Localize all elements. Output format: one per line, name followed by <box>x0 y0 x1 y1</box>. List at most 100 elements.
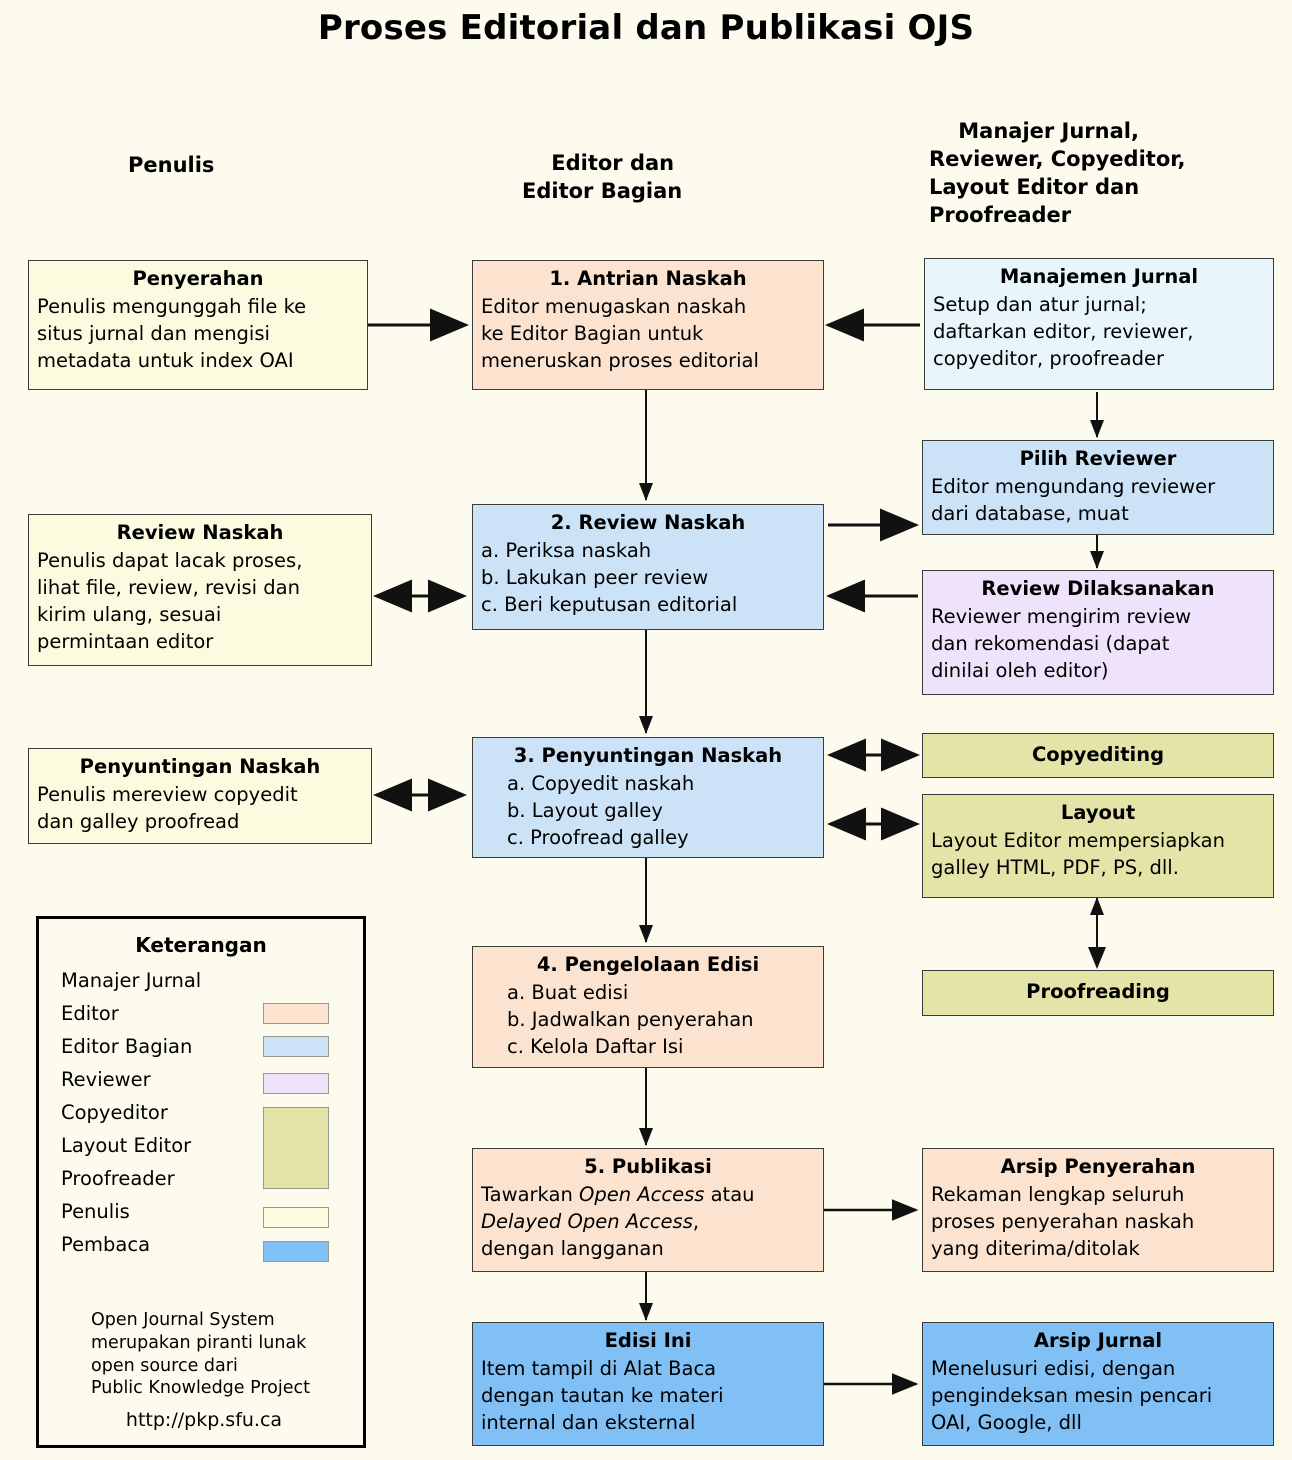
legend-row-proofreader: Proofreader <box>61 1162 363 1195</box>
legend-row-pembaca: Pembaca <box>61 1228 363 1261</box>
box-review-dilaksanakan-line-1: Reviewer mengirim review <box>931 604 1192 628</box>
box-edisi-ini[interactable]: Edisi Ini Item tampil di Alat Baca denga… <box>472 1322 824 1446</box>
box-publikasi-line-1-post: atau <box>704 1182 755 1206</box>
box-pengelolaan-edisi-title: 4. Pengelolaan Edisi <box>536 953 760 976</box>
box-review-naskah-penulis[interactable]: Review Naskah Penulis dapat lacak proses… <box>28 514 372 666</box>
legend-label-proofreader: Proofreader <box>61 1166 175 1190</box>
box-layout-line-2: galley HTML, PDF, PS, dll. <box>931 855 1179 879</box>
box-review-dilaksanakan-title: Review Dilaksanakan <box>981 577 1215 600</box>
box-arsip-penyerahan[interactable]: Arsip Penyerahan Rekaman lengkap seluruh… <box>922 1148 1274 1272</box>
box-review-naskah[interactable]: 2. Review Naskah a. Periksa naskah b. La… <box>472 504 824 630</box>
legend-row-editor-bagian: Editor Bagian <box>61 1030 363 1063</box>
box-review-naskah-title: 2. Review Naskah <box>550 511 746 534</box>
legend-swatch-penulis <box>263 1207 329 1228</box>
box-review-naskah-penulis-line-2: lihat file, review, revisi dan <box>37 575 300 599</box>
legend-label-editor-bagian: Editor Bagian <box>61 1034 193 1058</box>
box-publikasi-line-2-post: , <box>692 1209 700 1233</box>
box-publikasi[interactable]: 5. Publikasi Tawarkan Open Access atau D… <box>472 1148 824 1272</box>
box-penyerahan-title: Penyerahan <box>132 267 264 290</box>
box-arsip-jurnal-line-3: OAI, Google, dll <box>931 1410 1082 1434</box>
column-heading-others: Manajer Jurnal, Reviewer, Copyeditor, La… <box>929 90 1279 258</box>
legend-swatch-editor-bagian <box>263 1036 329 1057</box>
box-publikasi-line-3: dengan langganan <box>481 1236 664 1260</box>
legend-panel: Keterangan Manajer Jurnal Editor Editor … <box>36 916 366 1448</box>
box-review-dilaksanakan-line-2: dan rekomendasi (dapat <box>931 631 1170 655</box>
legend-row-reviewer: Reviewer <box>61 1063 363 1096</box>
box-antrian-naskah-title: 1. Antrian Naskah <box>549 267 747 290</box>
box-pengelolaan-edisi-line-2: b. Jadwalkan penyerahan <box>507 1007 754 1031</box>
legend-row-editor: Editor <box>61 997 363 1030</box>
box-arsip-penyerahan-line-1: Rekaman lengkap seluruh <box>931 1182 1185 1206</box>
column-heading-others-label: Manajer Jurnal, Reviewer, Copyeditor, La… <box>929 118 1186 227</box>
box-pengelolaan-edisi-line-3: c. Kelola Daftar Isi <box>507 1034 684 1058</box>
box-penyuntingan-penulis-title: Penyuntingan Naskah <box>79 755 321 778</box>
box-review-naskah-line-2: b. Lakukan peer review <box>481 565 709 589</box>
box-manajemen-jurnal[interactable]: Manajemen Jurnal Setup dan atur jurnal; … <box>924 258 1274 390</box>
box-layout-title: Layout <box>1060 801 1136 824</box>
legend-label-reviewer: Reviewer <box>61 1067 151 1091</box>
box-edisi-ini-line-2: dengan tautan ke materi <box>481 1383 724 1407</box>
box-pilih-reviewer-line-2: dari database, muat <box>931 501 1129 525</box>
box-publikasi-title: 5. Publikasi <box>584 1155 712 1178</box>
box-penyuntingan-naskah[interactable]: 3. Penyuntingan Naskah a. Copyedit naska… <box>472 737 824 858</box>
box-publikasi-line-1: Tawarkan Open Access atau <box>481 1182 815 1209</box>
box-antrian-naskah[interactable]: 1. Antrian Naskah Editor menugaskan nask… <box>472 260 824 390</box>
box-review-naskah-penulis-line-1: Penulis dapat lacak proses, <box>37 548 303 572</box>
box-penyuntingan-naskah-line-3: c. Proofread galley <box>507 825 689 849</box>
column-heading-author: Penulis <box>128 152 388 180</box>
box-review-dilaksanakan-line-3: dinilai oleh editor) <box>931 658 1109 682</box>
legend-swatch-pembaca <box>263 1241 329 1262</box>
column-heading-editor-label: Editor dan Editor Bagian <box>522 150 683 203</box>
box-edisi-ini-line-3: internal dan eksternal <box>481 1410 696 1434</box>
box-penyerahan[interactable]: Penyerahan Penulis mengunggah file ke si… <box>28 260 368 390</box>
box-arsip-jurnal-title: Arsip Jurnal <box>1033 1329 1163 1352</box>
legend-swatch-reviewer <box>263 1073 329 1094</box>
legend-label-editor: Editor <box>61 1001 119 1025</box>
legend-row-copyeditor: Copyeditor <box>61 1096 363 1129</box>
legend-label-layout-editor: Layout Editor <box>61 1133 192 1157</box>
box-publikasi-delayed-open-access: Delayed Open Access <box>481 1209 693 1233</box>
box-penyuntingan-naskah-title: 3. Penyuntingan Naskah <box>513 744 783 767</box>
box-publikasi-line-2: Delayed Open Access, <box>481 1209 815 1236</box>
box-arsip-jurnal-line-1: Menelusuri edisi, dengan <box>931 1356 1176 1380</box>
box-penyuntingan-penulis-line-2: dan galley proofread <box>37 809 240 833</box>
box-layout[interactable]: Layout Layout Editor mempersiapkan galle… <box>922 794 1274 898</box>
box-penyuntingan-penulis-line-1: Penulis mereview copyedit <box>37 782 298 806</box>
box-penyuntingan-penulis[interactable]: Penyuntingan Naskah Penulis mereview cop… <box>28 748 372 844</box>
box-proofreading[interactable]: Proofreading <box>922 970 1274 1016</box>
legend-note: Open Journal System merupakan piranti lu… <box>91 1310 310 1399</box>
legend-label-penulis: Penulis <box>61 1199 130 1223</box>
box-antrian-naskah-line-1: Editor menugaskan naskah <box>481 294 747 318</box>
box-penyuntingan-naskah-line-1: a. Copyedit naskah <box>507 771 695 795</box>
box-manajemen-jurnal-line-1: Setup dan atur jurnal; <box>933 292 1147 316</box>
box-pilih-reviewer[interactable]: Pilih Reviewer Editor mengundang reviewe… <box>922 440 1274 535</box>
box-penyerahan-line-3: metadata untuk index OAI <box>37 348 294 372</box>
box-review-naskah-line-3: c. Beri keputusan editorial <box>481 592 738 616</box>
box-review-naskah-line-1: a. Periksa naskah <box>481 538 652 562</box>
box-manajemen-jurnal-line-2: daftarkan editor, reviewer, <box>933 319 1194 343</box>
box-arsip-jurnal[interactable]: Arsip Jurnal Menelusuri edisi, dengan pe… <box>922 1322 1274 1446</box>
legend-row-layout-editor: Layout Editor <box>61 1129 363 1162</box>
box-publikasi-line-1-pre: Tawarkan <box>481 1182 580 1206</box>
column-heading-author-label: Penulis <box>128 153 215 177</box>
box-pengelolaan-edisi[interactable]: 4. Pengelolaan Edisi a. Buat edisi b. Ja… <box>472 946 824 1068</box>
box-arsip-penyerahan-line-3: yang diterima/ditolak <box>931 1236 1140 1260</box>
page-title: Proses Editorial dan Publikasi OJS <box>317 8 975 48</box>
column-heading-editor: Editor dan Editor Bagian <box>522 122 842 234</box>
legend-rows: Manajer Jurnal Editor Editor Bagian Revi… <box>39 964 363 1261</box>
box-copyediting[interactable]: Copyediting <box>922 733 1274 778</box>
box-manajemen-jurnal-line-3: copyeditor, proofreader <box>933 346 1164 370</box>
box-edisi-ini-line-1: Item tampil di Alat Baca <box>481 1356 717 1380</box>
box-penyerahan-line-1: Penulis mengunggah file ke <box>37 294 307 318</box>
legend-swatch-editor <box>263 1003 329 1024</box>
legend-label-copyeditor: Copyeditor <box>61 1100 168 1124</box>
legend-label-manajer-jurnal: Manajer Jurnal <box>61 968 202 992</box>
box-publikasi-open-access: Open Access <box>579 1182 705 1206</box>
box-review-dilaksanakan[interactable]: Review Dilaksanakan Reviewer mengirim re… <box>922 570 1274 695</box>
box-pilih-reviewer-title: Pilih Reviewer <box>1019 447 1177 470</box>
box-review-naskah-penulis-line-3: kirim ulang, sesuai <box>37 602 222 626</box>
legend-swatch-copyeditor-layout-proofreader <box>263 1107 329 1189</box>
box-copyediting-title: Copyediting <box>1031 742 1165 766</box>
box-review-naskah-penulis-title: Review Naskah <box>116 521 284 544</box>
